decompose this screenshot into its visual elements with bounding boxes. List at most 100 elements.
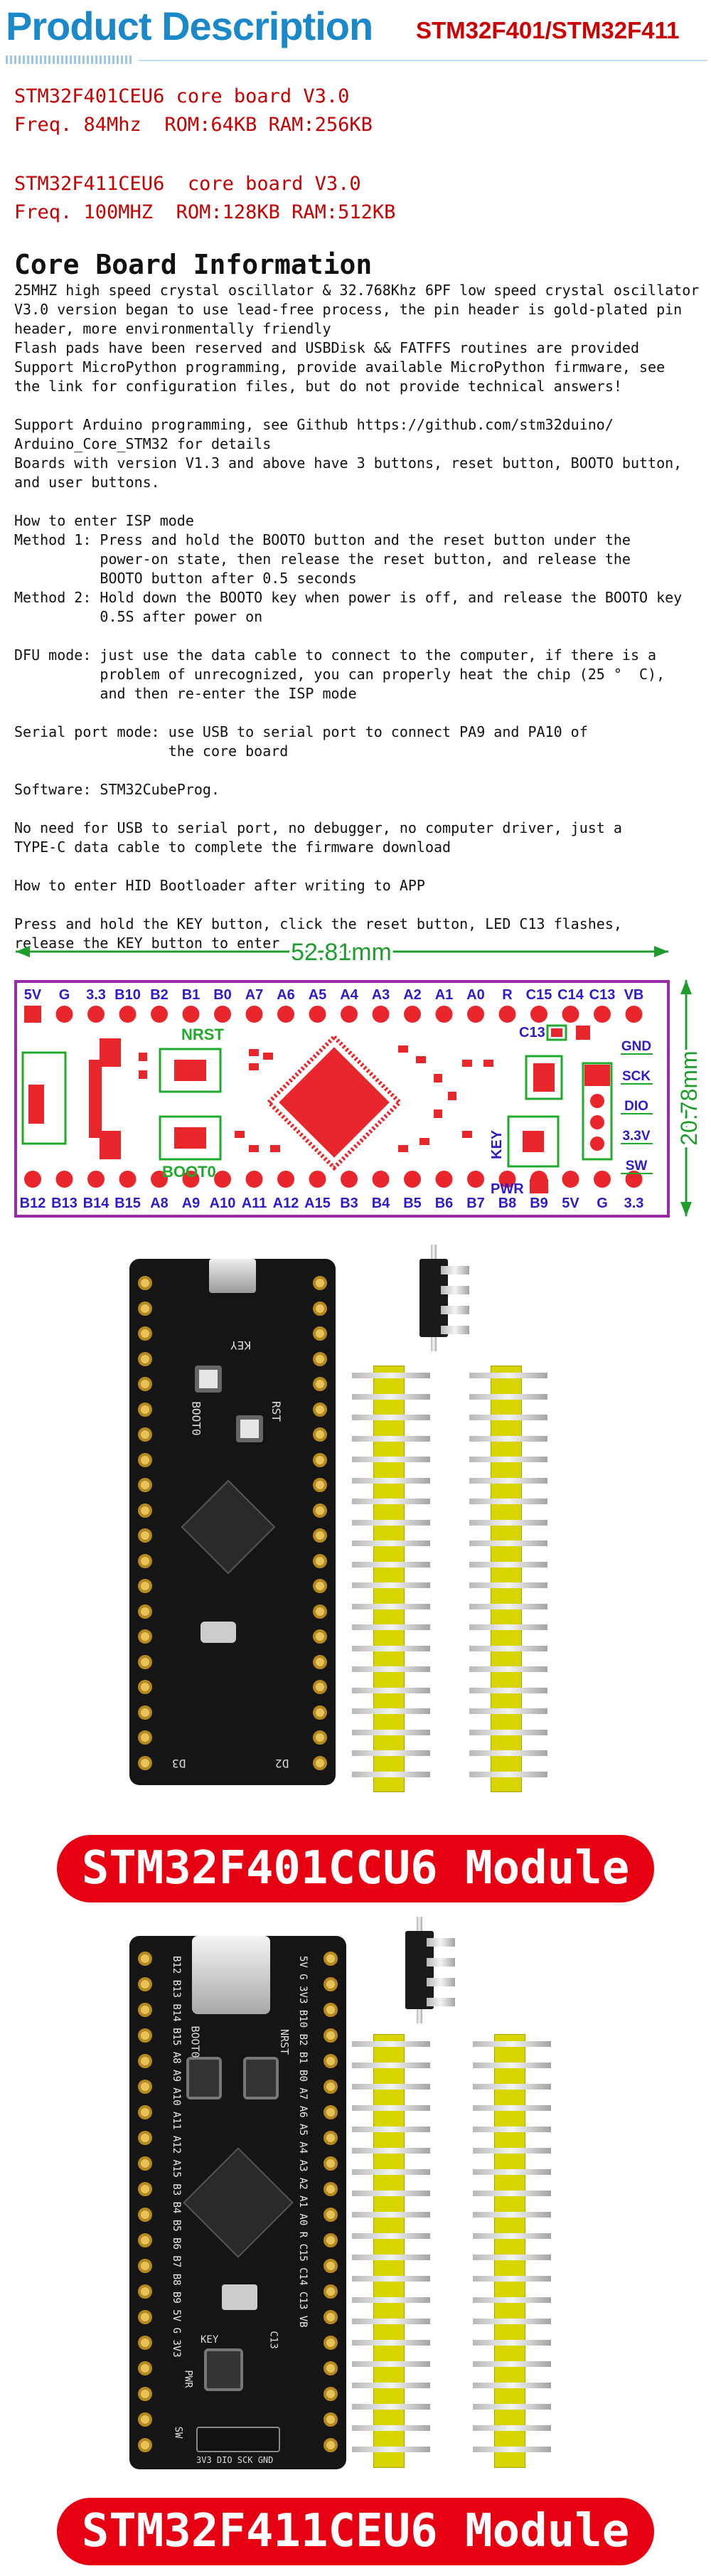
header-pin	[352, 1582, 430, 1588]
header-pin	[352, 1540, 430, 1546]
pin-hole	[324, 2284, 338, 2299]
bottom-pin-pad	[562, 1171, 579, 1188]
top-pin-pad	[87, 1006, 105, 1023]
header-pin	[469, 1435, 547, 1442]
bottom-pin-pad	[214, 1171, 231, 1188]
f411-sw-silk: SW	[172, 2426, 184, 2439]
bottom-pin-pad	[24, 1171, 41, 1188]
bottom-pin-pad	[245, 1171, 263, 1188]
header-pin	[352, 1477, 430, 1484]
pin-hole	[313, 1629, 327, 1644]
pin-hole	[138, 1276, 152, 1290]
f411-boot0-silk: BOOT0	[188, 2026, 202, 2058]
info-line: How to enter ISP mode	[14, 512, 194, 529]
usb-connector-outline	[21, 1051, 67, 1145]
top-pin-label: A0	[466, 987, 485, 1003]
header-pin	[469, 1582, 547, 1588]
header-pin	[352, 1666, 430, 1672]
header-pin	[352, 2404, 430, 2410]
header-pin	[469, 1415, 547, 1420]
bottom-pin-label: A11	[242, 1196, 267, 1211]
f411-pin-header-left	[352, 2034, 430, 2468]
top-pin-pad	[182, 1006, 200, 1023]
header-pin	[473, 2425, 551, 2431]
height-label: 20.78mm	[676, 1050, 702, 1145]
header-pin	[352, 2447, 430, 2452]
header-pin	[473, 2148, 551, 2154]
top-pin-pad	[594, 1006, 611, 1023]
info-line: BOOTO button after 0.5 seconds	[14, 570, 357, 587]
bottom-pin-label: B9	[530, 1196, 548, 1211]
f401-key-silk: KEY	[230, 1338, 251, 1352]
header-pin	[473, 2276, 551, 2282]
pin-hole	[138, 1705, 152, 1720]
info-line: V3.0 version began to use lead-free proc…	[14, 301, 683, 318]
pin-hole	[138, 2003, 152, 2017]
board-1-spec: Freq. 84Mhz ROM:64KB RAM:256KB	[14, 114, 373, 136]
header-pin	[473, 2212, 551, 2218]
info-line: Software: STM32CubeProg.	[14, 781, 220, 798]
top-pin-label: C13	[589, 987, 616, 1003]
bottom-pin-label: B13	[51, 1196, 77, 1211]
info-line: problem of unrecognized, you can properl…	[14, 666, 665, 683]
top-pin-label: A7	[245, 987, 264, 1003]
module-banner-f401: STM32F401CCU6 Module	[57, 1835, 654, 1902]
info-line: Press and hold the KEY button, click the…	[14, 915, 622, 932]
header-pin	[473, 2233, 551, 2239]
info-line: TYPE-C data cable to complete the firmwa…	[14, 839, 451, 856]
bottom-pin-pad	[594, 1171, 611, 1188]
top-pin-label: C15	[526, 987, 552, 1003]
bottom-pin-pad	[498, 1171, 516, 1188]
bottom-pin-pad	[309, 1171, 326, 1188]
swd-pad-3	[590, 1115, 604, 1129]
pin-hole	[324, 1977, 338, 1991]
top-pin-pad	[372, 1006, 390, 1023]
pin-hole	[313, 1528, 327, 1543]
pin-hole	[313, 1452, 327, 1467]
info-line: Method 2: Hold down the BOOTO key when p…	[14, 589, 683, 606]
top-pin-label: G	[59, 987, 70, 1003]
nrst-button-pad	[174, 1060, 206, 1081]
pin-hole	[138, 1301, 152, 1316]
top-pin-label: A1	[435, 987, 454, 1003]
height-arrow-top	[680, 980, 692, 994]
info-title: Core Board Information	[14, 249, 373, 280]
header-pin	[469, 1499, 547, 1504]
pin-hole	[313, 1402, 327, 1417]
pin-hole	[313, 1604, 327, 1619]
pin-hole	[313, 1478, 327, 1492]
pin-hole	[138, 1402, 152, 1417]
title-divider	[139, 60, 707, 61]
width-arrow-right	[654, 946, 668, 957]
swd-pad-4	[590, 1137, 604, 1151]
bottom-pin-label: B4	[372, 1196, 390, 1211]
header-pin	[352, 2212, 430, 2218]
header-pin	[352, 2127, 430, 2132]
top-pin-pad	[151, 1006, 168, 1023]
header-pin	[469, 1624, 547, 1630]
pin-hole	[138, 2182, 152, 2196]
pin-hole	[313, 1503, 327, 1518]
info-line: and then re-enter the ISP mode	[14, 685, 357, 702]
f401-key-button	[195, 1366, 222, 1393]
header-pin	[352, 1750, 430, 1756]
swd-pin-label: SW	[626, 1159, 648, 1173]
pin-hole	[138, 1604, 152, 1619]
bottom-pin-pad	[341, 1171, 358, 1188]
header-pin	[473, 2063, 551, 2068]
top-pin-label: A2	[403, 987, 422, 1003]
width-label: 52.81mm	[291, 939, 392, 966]
pin-hole	[324, 2438, 338, 2452]
pin-hole	[324, 2003, 338, 2017]
info-line: Method 1: Press and hold the BOOTO butto…	[14, 531, 631, 548]
f411-right-pin-silk: 5V G 3V3 B10 B2 B1 B0 A7 A6 A5 A4 A3 A2 …	[297, 1956, 309, 2328]
top-pin-label: R	[502, 987, 513, 1003]
crystal-outline	[525, 1055, 563, 1100]
crystal-pad	[533, 1063, 555, 1092]
header-pin	[469, 1540, 547, 1546]
header-pin	[352, 1561, 430, 1568]
bottom-pin-pad	[625, 1171, 643, 1188]
header-pin	[352, 1415, 430, 1420]
bottom-pin-pad	[119, 1171, 137, 1188]
pin-hole	[138, 2208, 152, 2222]
